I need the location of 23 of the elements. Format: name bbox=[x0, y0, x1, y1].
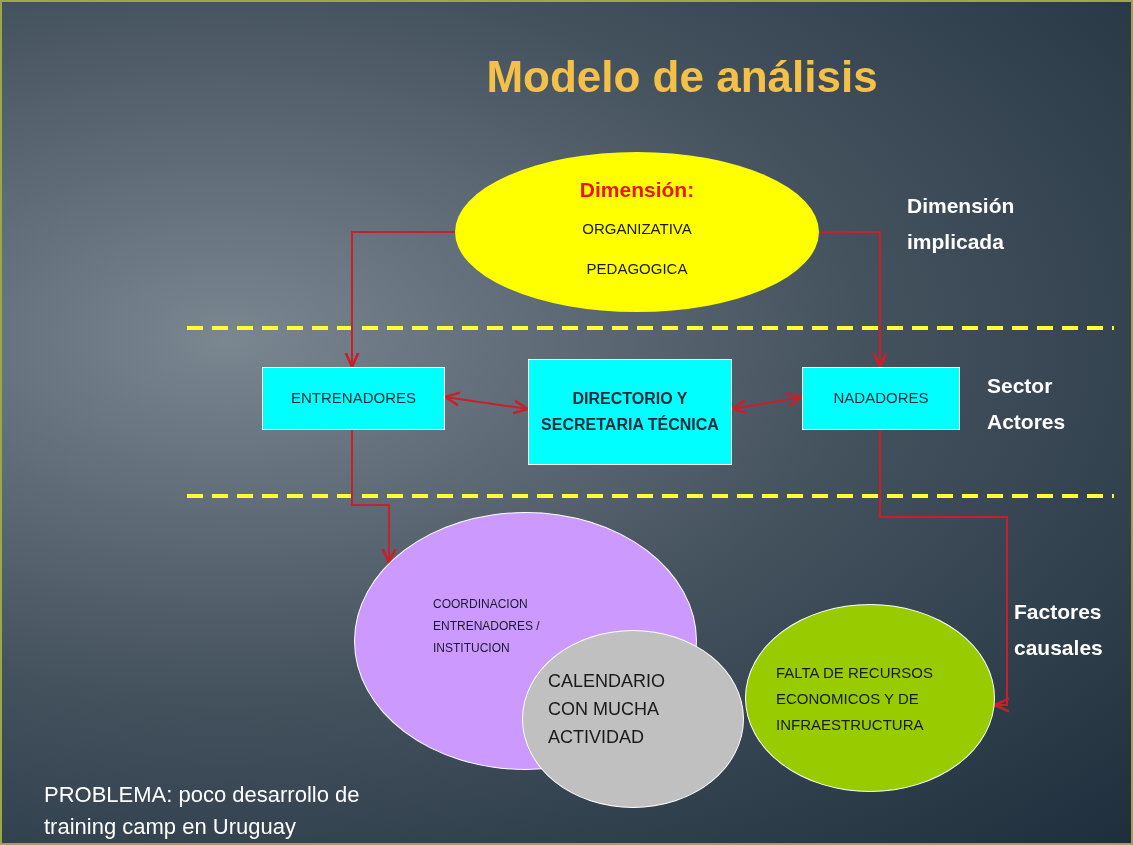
node-text: DIRECTORIO Y SECRETARIA TÉCNICA bbox=[541, 389, 719, 435]
node-text: CALENDARIO CON MUCHA ACTIVIDAD bbox=[548, 670, 667, 749]
problem-note: PROBLEMA: poco desarrollo de training camp en Uruguay bbox=[44, 781, 361, 841]
section-label: Factores causales bbox=[1014, 599, 1104, 661]
section-label: Dimensión implicada bbox=[907, 193, 1016, 255]
node-text: ENTRENADORES bbox=[291, 388, 416, 409]
arrow bbox=[879, 429, 1011, 713]
arrow bbox=[730, 391, 804, 415]
node-text: FALTA DE RECURSOS ECONOMICOS Y DE INFRAESTRUCTURA bbox=[776, 663, 934, 735]
actor-box bbox=[802, 367, 960, 430]
section-label: Sector Actores bbox=[987, 373, 1067, 435]
node-text: COORDINACION ENTRENADORES / INSTITUCION bbox=[433, 596, 541, 657]
arrow bbox=[818, 231, 888, 369]
actor-box bbox=[528, 359, 732, 465]
node-text: ORGANIZATIVA bbox=[582, 218, 692, 239]
arrow bbox=[344, 231, 456, 369]
title: Modelo de análisis bbox=[485, 51, 879, 103]
actor-box bbox=[262, 367, 445, 430]
node-text: PEDAGOGICA bbox=[586, 259, 688, 279]
arrow bbox=[351, 429, 397, 565]
heading: Dimensión: bbox=[579, 177, 695, 203]
arrow bbox=[443, 391, 530, 415]
node-text: NADADORES bbox=[833, 388, 929, 409]
